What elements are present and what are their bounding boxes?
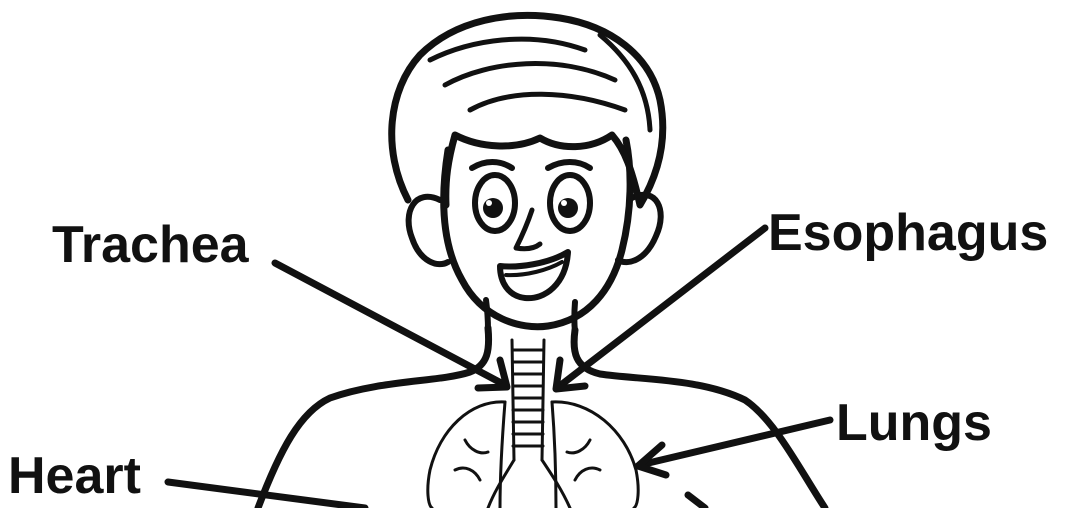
trachea-arrow: [275, 263, 505, 385]
right-eyebrow: [548, 162, 590, 168]
nose: [516, 210, 540, 249]
esophagus-label: Esophagus: [768, 207, 1048, 259]
lungs-label: Lungs: [836, 397, 992, 449]
heart-label: Heart: [8, 450, 141, 502]
left-eyebrow: [472, 162, 512, 168]
head: [392, 15, 663, 326]
extra-arrow: [688, 495, 705, 508]
left-eye: [475, 175, 515, 231]
right-eye: [550, 175, 590, 231]
trachea-structure: [512, 340, 544, 460]
trachea-label: Trachea: [52, 219, 249, 271]
lungs-arrow: [640, 420, 830, 465]
lungs-structure: [428, 402, 638, 508]
